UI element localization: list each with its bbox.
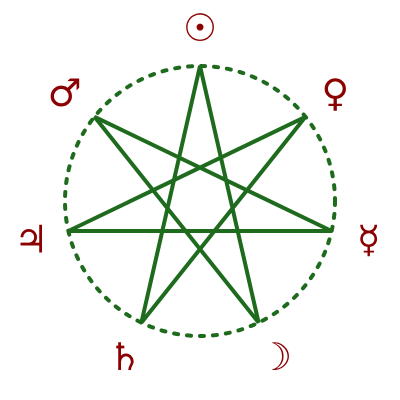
sun-icon: ☉ [183, 6, 217, 50]
mercury-icon: ☿ [357, 218, 380, 262]
saturn-icon: ♄ [108, 335, 142, 379]
planet-glyphs: ☉ ♀ ☿ ☽ ♄ ♃ ♂ [14, 6, 380, 379]
mars-icon: ♂ [48, 71, 82, 115]
heptagram-star [67, 65, 333, 324]
jupiter-icon: ♃ [14, 218, 48, 262]
moon-icon: ☽ [258, 335, 292, 379]
venus-icon: ♀ [321, 71, 349, 115]
